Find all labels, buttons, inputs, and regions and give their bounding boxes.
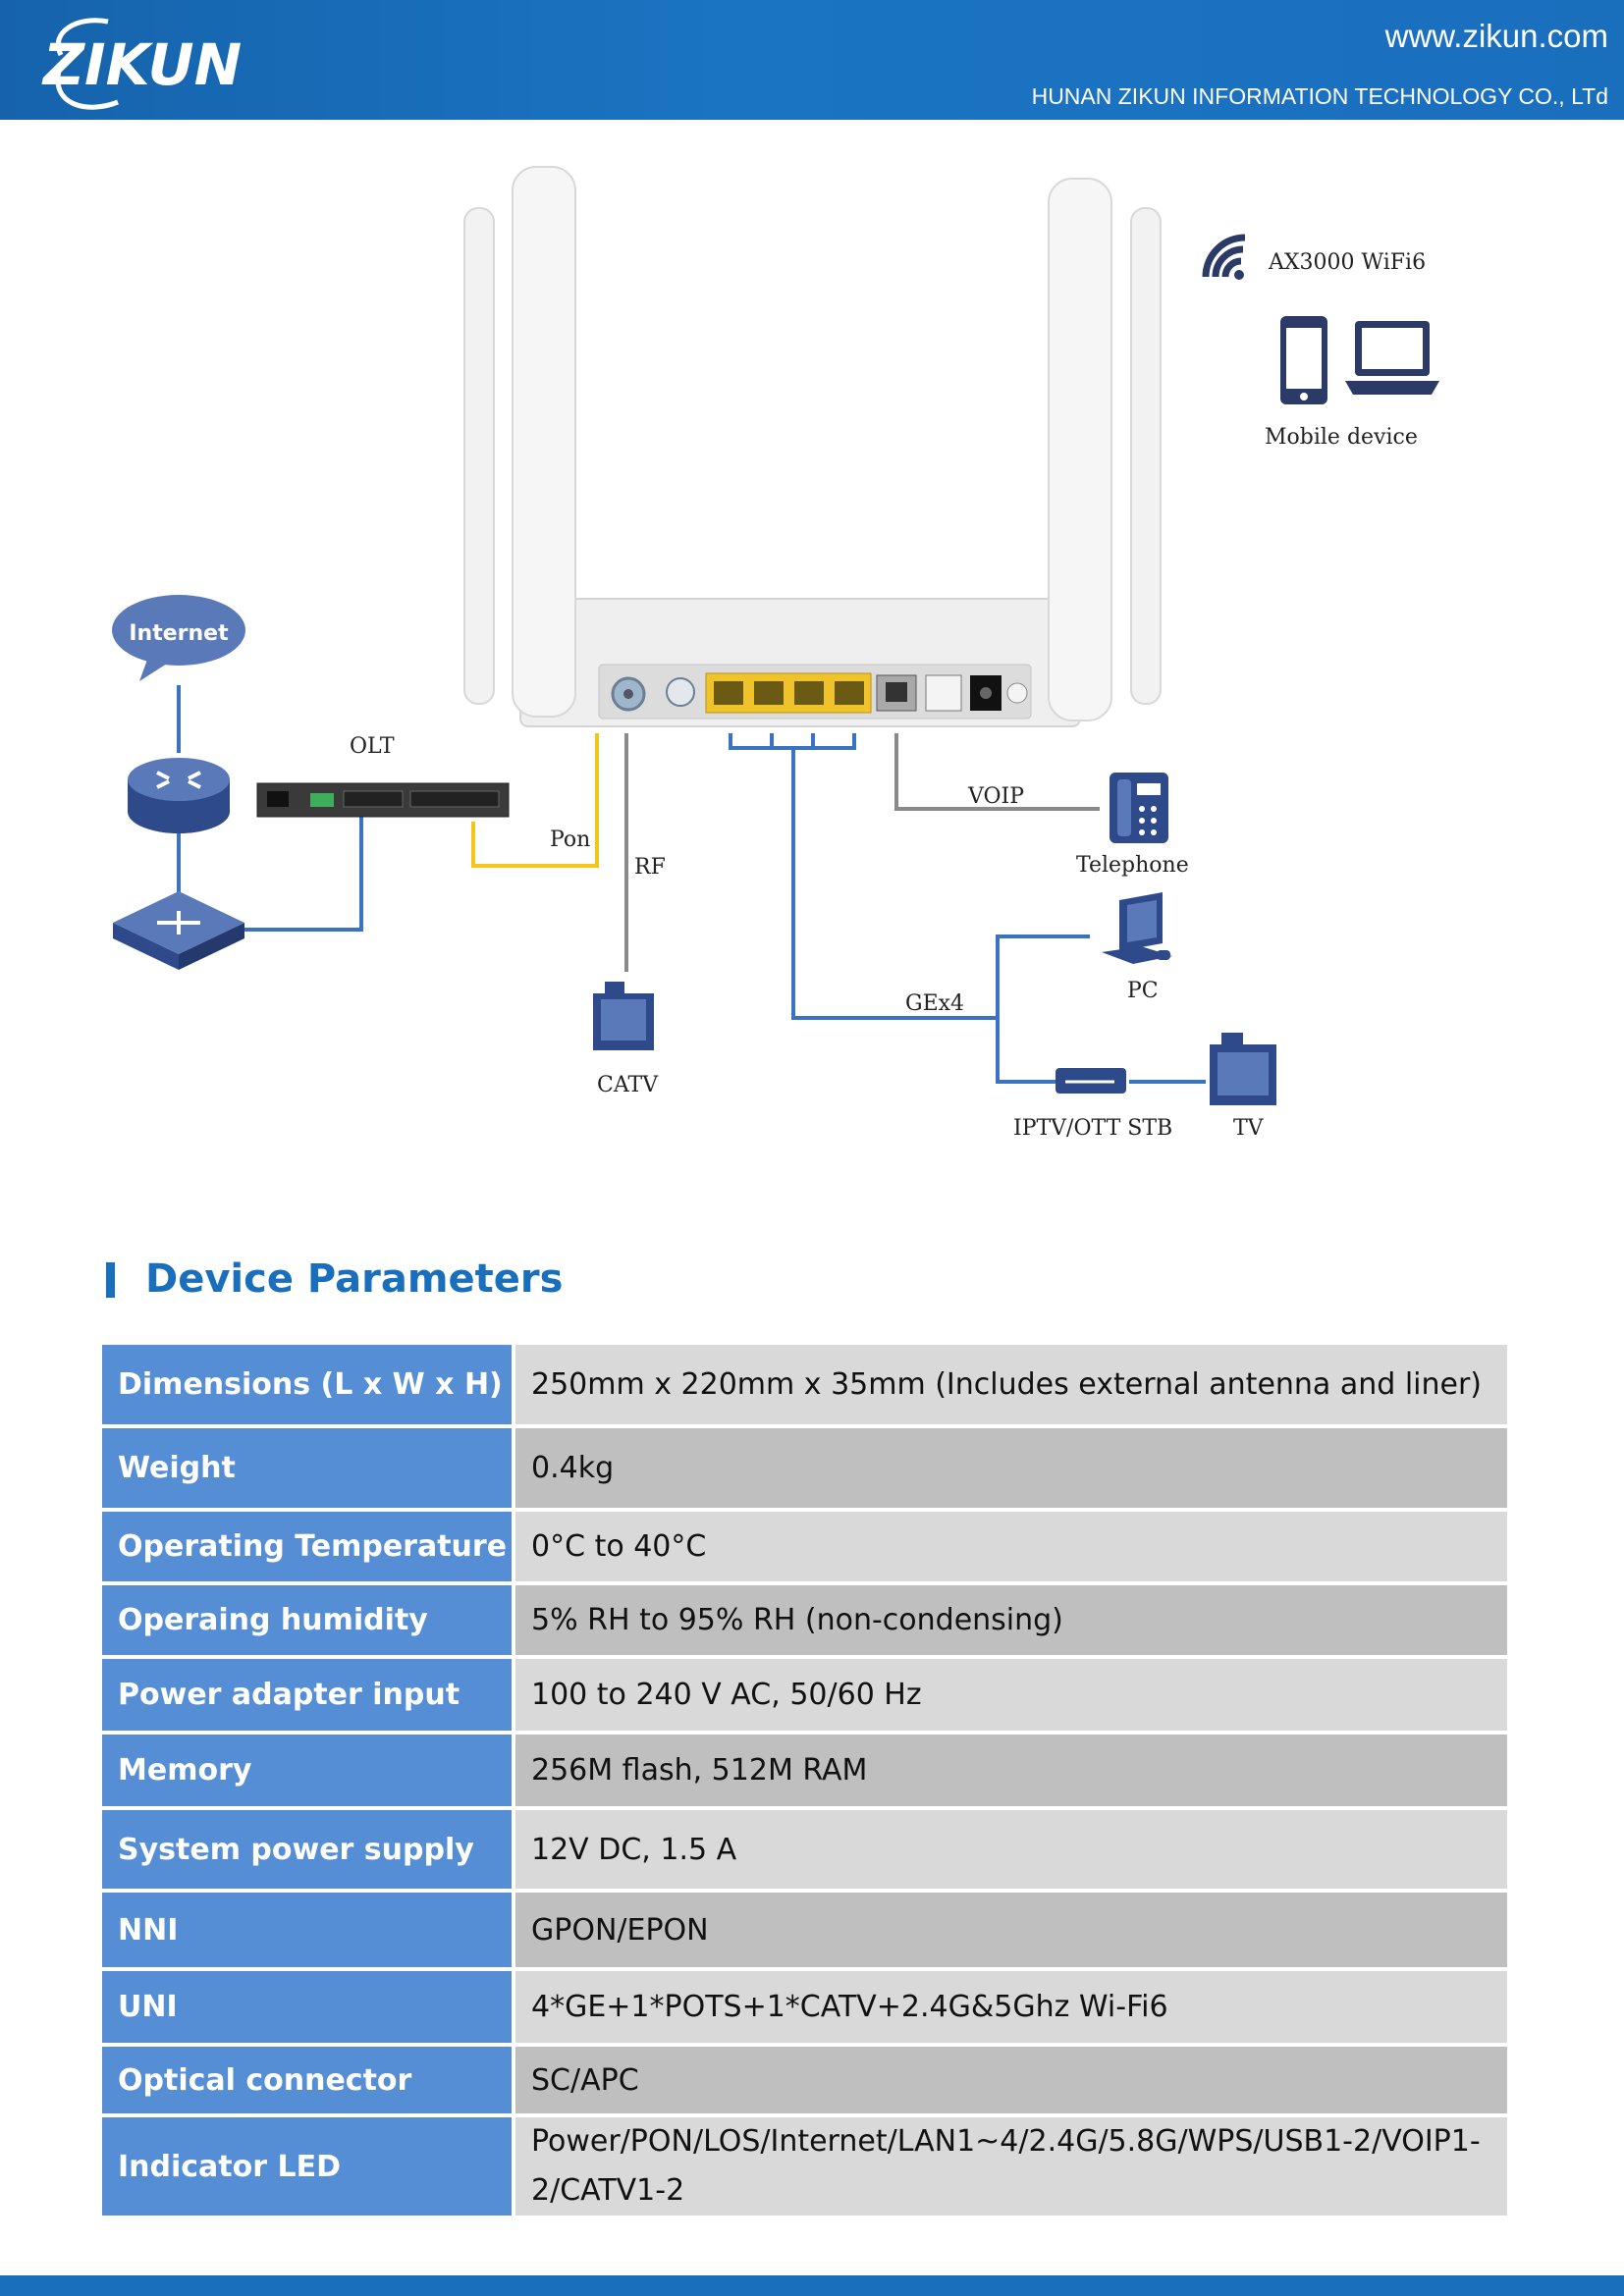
table-row: Operaing humidity 5% RH to 95% RH (non-c… <box>102 1585 1507 1659</box>
button <box>666 677 695 707</box>
website-url[interactable]: www.zikun.com <box>1384 18 1608 54</box>
label-telephone: Telephone <box>1076 853 1189 878</box>
pon-line <box>471 733 599 868</box>
mobile-phone-icon <box>1280 316 1327 404</box>
param-key: UNI <box>102 1971 515 2047</box>
param-key: Weight <box>102 1428 515 1512</box>
label-voip: VOIP <box>967 784 1024 809</box>
param-key: Optical connector <box>102 2047 515 2117</box>
stb-icon <box>1056 1068 1126 1094</box>
label-rf: RF <box>634 855 666 880</box>
network-diagram: AX3000 WiFi6 Mobile device Internet <box>112 166 1439 1141</box>
table-row: Weight 0.4kg <box>102 1428 1507 1512</box>
param-key: NNI <box>102 1893 515 1971</box>
ont-router <box>463 166 1162 727</box>
table-row: UNI 4*GE+1*POTS+1*CATV+2.4G&5Ghz Wi-Fi6 <box>102 1971 1507 2047</box>
param-key: System power supply <box>102 1810 515 1893</box>
lan-ports <box>705 672 872 714</box>
label-pon: Pon <box>550 828 590 852</box>
param-key: Operating Temperature <box>102 1512 515 1585</box>
device-parameters-table: Dimensions (L x W x H) 250mm x 220mm x 3… <box>102 1345 1507 2219</box>
param-value: 100 to 240 V AC, 50/60 Hz <box>515 1659 1507 1735</box>
param-key: Memory <box>102 1735 515 1810</box>
catv-tv-icon <box>593 982 654 1050</box>
laptop-icon <box>1345 321 1439 395</box>
table-row: Memory 256M flash, 512M RAM <box>102 1735 1507 1810</box>
param-key: Power adapter input <box>102 1659 515 1735</box>
voip-line <box>894 733 1100 811</box>
switch-icon <box>113 891 244 970</box>
company-name: HUNAN ZIKUN INFORMATION TECHNOLOGY CO., … <box>1031 83 1608 109</box>
param-key: Dimensions (L x W x H) <box>102 1345 515 1428</box>
section-title: Device Parameters <box>145 1256 564 1302</box>
wifi-icon <box>1202 234 1246 280</box>
zikun-logo: ZIKUN <box>41 18 242 110</box>
param-value: 0.4kg <box>515 1428 1507 1512</box>
label-wifi: AX3000 WiFi6 <box>1268 250 1426 275</box>
param-value: 0°C to 40°C <box>515 1512 1507 1585</box>
table-row: Optical connector SC/APC <box>102 2047 1507 2117</box>
param-value: 5% RH to 95% RH (non-condensing) <box>515 1585 1507 1659</box>
table-row: Dimensions (L x W x H) 250mm x 220mm x 3… <box>102 1345 1507 1428</box>
label-mobile: Mobile device <box>1265 425 1418 450</box>
param-value: GPON/EPON <box>515 1893 1507 1971</box>
param-value: 250mm x 220mm x 35mm (Includes external … <box>515 1345 1507 1428</box>
page-header: ZIKUN www.zikun.com HUNAN ZIKUN INFORMAT… <box>0 0 1624 120</box>
antenna-right <box>1048 178 1112 721</box>
table-row: Operating Temperature 0°C to 40°C <box>102 1512 1507 1585</box>
param-value: SC/APC <box>515 2047 1507 2117</box>
usb-port <box>925 674 962 712</box>
antenna-left <box>512 166 576 718</box>
label-catv: CATV <box>597 1073 659 1097</box>
label-pc: PC <box>1127 979 1159 1003</box>
core-router-icon <box>128 758 230 833</box>
antenna-left-outer <box>463 207 495 705</box>
tv-icon <box>1210 1033 1276 1105</box>
table-row: Power adapter input 100 to 240 V AC, 50/… <box>102 1659 1507 1735</box>
label-tv: TV <box>1233 1116 1265 1141</box>
table-row: Indicator LED Power/PON/LOS/Internet/LAN… <box>102 2117 1507 2219</box>
footer-bar <box>0 2275 1624 2296</box>
param-value: 12V DC, 1.5 A <box>515 1810 1507 1893</box>
label-gex4: GEx4 <box>905 991 964 1016</box>
param-value: 256M flash, 512M RAM <box>515 1735 1507 1810</box>
table-row: System power supply 12V DC, 1.5 A <box>102 1810 1507 1893</box>
label-olt: OLT <box>350 734 395 759</box>
antenna-right-outer <box>1130 207 1162 705</box>
label-iptv: IPTV/OTT STB <box>1013 1116 1172 1141</box>
param-key: Indicator LED <box>102 2117 515 2219</box>
label-internet: Internet <box>129 621 229 646</box>
table-row: NNI GPON/EPON <box>102 1893 1507 1971</box>
lan-lines <box>729 733 1206 1084</box>
logo-text: ZIKUN <box>41 31 242 98</box>
olt-device-icon <box>256 782 510 818</box>
pc-icon <box>1102 892 1172 964</box>
internet-cloud-icon <box>112 595 245 681</box>
param-value: 4*GE+1*POTS+1*CATV+2.4G&5Ghz Wi-Fi6 <box>515 1971 1507 2047</box>
param-value: Power/PON/LOS/Internet/LAN1~4/2.4G/5.8G/… <box>515 2117 1507 2219</box>
param-key: Operaing humidity <box>102 1585 515 1659</box>
section-bar <box>106 1262 115 1298</box>
telephone-icon <box>1110 773 1168 843</box>
